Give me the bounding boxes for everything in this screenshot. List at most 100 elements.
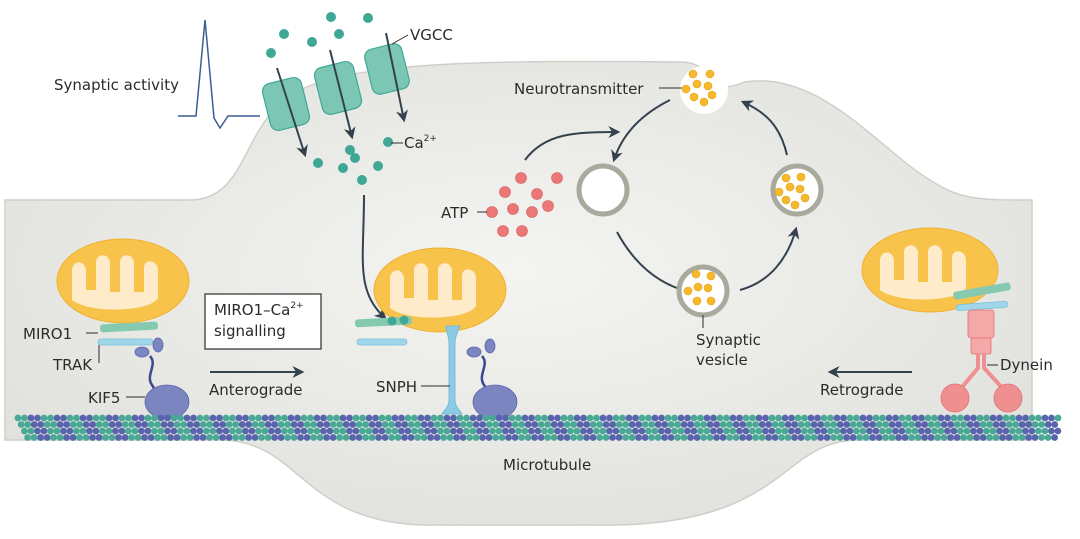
- tubulin-subunit: [963, 414, 971, 422]
- tubulin-subunit: [781, 427, 789, 435]
- tubulin-subunit: [557, 421, 565, 428]
- tubulin-subunit: [882, 434, 889, 441]
- tubulin-subunit: [895, 434, 902, 441]
- tubulin-subunit: [885, 427, 893, 435]
- tubulin-subunit: [853, 427, 860, 435]
- tubulin-subunit: [388, 421, 396, 428]
- tubulin-subunit: [323, 421, 331, 428]
- tubulin-subunit: [940, 421, 948, 428]
- tubulin-subunit: [281, 414, 288, 422]
- tubulin-subunit: [515, 414, 522, 422]
- tubulin-subunit: [869, 434, 876, 441]
- tubulin-subunit: [1018, 421, 1026, 428]
- tubulin-subunit: [1048, 427, 1055, 435]
- tubulin-subunit: [258, 434, 265, 441]
- tubulin-subunit: [34, 427, 41, 435]
- tubulin-subunit: [573, 414, 581, 422]
- tubulin-subunit: [69, 434, 77, 441]
- tubulin-subunit: [225, 434, 233, 441]
- tubulin-subunit: [294, 414, 301, 422]
- tubulin-subunit: [827, 427, 834, 435]
- tubulin-subunit: [794, 414, 802, 422]
- tubulin-subunit: [700, 434, 707, 441]
- tubulin-subunit: [658, 414, 665, 422]
- calcium-to-miro-arrow: [361, 194, 387, 320]
- tubulin-subunit: [622, 434, 629, 441]
- tubulin-subunit: [235, 427, 243, 435]
- tubulin-subunit: [21, 427, 28, 435]
- tubulin-subunit: [440, 421, 448, 428]
- tubulin-subunit: [482, 427, 490, 435]
- tubulin-subunit: [151, 414, 158, 422]
- tubulin-subunit: [375, 421, 383, 428]
- tubulin-subunit: [823, 421, 831, 428]
- tubulin-subunit: [316, 434, 324, 441]
- tubulin-subunit: [784, 434, 792, 441]
- tubulin-subunit: [830, 434, 837, 441]
- tubulin-subunit: [723, 414, 730, 422]
- tubulin-subunit: [355, 434, 363, 441]
- tubulin-subunit: [547, 427, 555, 435]
- tubulin-subunit: [479, 434, 486, 441]
- tubulin-subunit: [726, 434, 733, 441]
- tubulin-subunit: [908, 421, 916, 428]
- tubulin-subunit: [183, 414, 191, 422]
- tubulin-subunit: [274, 414, 282, 422]
- tubulin-subunit: [914, 421, 922, 428]
- tubulin-subunit: [918, 427, 925, 435]
- tubulin-subunit: [1018, 434, 1026, 441]
- tubulin-subunit: [1031, 434, 1039, 441]
- tubulin-subunit: [570, 421, 578, 428]
- tubulin-subunit: [411, 414, 418, 422]
- miro1-adaptor-right: [953, 282, 1011, 300]
- tubulin-subunit: [420, 421, 428, 428]
- tubulin-subunit: [427, 421, 435, 428]
- tubulin-subunit: [235, 414, 243, 422]
- tubulin-subunit: [378, 414, 386, 422]
- tubulin-subunit: [534, 427, 542, 435]
- tubulin-subunit: [706, 434, 714, 441]
- tubulin-subunit: [755, 414, 763, 422]
- tubulin-subunit: [921, 421, 929, 428]
- tubulin-subunit: [446, 421, 454, 428]
- tubulin-subunit: [277, 434, 285, 441]
- tubulin-subunit: [164, 427, 171, 435]
- tubulin-subunit: [495, 414, 503, 422]
- tubulin-subunit: [648, 421, 656, 428]
- tubulin-subunit: [537, 434, 545, 441]
- tubulin-subunit: [671, 414, 678, 422]
- tubulin-subunit: [381, 434, 389, 441]
- tubulin-subunit: [892, 414, 899, 422]
- tubulin-subunit: [225, 421, 233, 428]
- tubulin-subunit: [420, 434, 428, 441]
- tubulin-subunit: [66, 414, 74, 422]
- tubulin-subunit: [160, 434, 168, 441]
- tubulin-subunit: [755, 427, 763, 435]
- tubulin-subunit: [914, 434, 922, 441]
- tubulin-subunit: [966, 421, 974, 428]
- tubulin-subunit: [911, 427, 919, 435]
- tubulin-subunit: [989, 427, 997, 435]
- tubulin-subunit: [138, 427, 145, 435]
- tubulin-subunit: [638, 414, 646, 422]
- tubulin-subunit: [589, 434, 597, 441]
- tubulin-subunit: [775, 427, 782, 435]
- label-synaptic-activity: Synaptic activity: [54, 76, 179, 94]
- tubulin-subunit: [251, 421, 259, 428]
- tubulin-subunit: [716, 427, 724, 435]
- tubulin-subunit: [979, 421, 987, 428]
- tubulin-subunit: [758, 434, 766, 441]
- tubulin-subunit: [466, 434, 473, 441]
- tubulin-subunit: [674, 434, 681, 441]
- tubulin-subunit: [394, 434, 402, 441]
- tubulin-subunit: [606, 427, 613, 435]
- tubulin-subunit: [976, 414, 984, 422]
- tubulin-subunit: [268, 427, 275, 435]
- tubulin-subunit: [979, 434, 987, 441]
- tubulin-subunit: [830, 421, 838, 428]
- tubulin-subunit: [333, 414, 340, 422]
- tubulin-subunit: [927, 434, 935, 441]
- tubulin-subunit: [872, 427, 880, 435]
- tubulin-subunit: [866, 427, 873, 435]
- tubulin-subunit: [466, 421, 474, 428]
